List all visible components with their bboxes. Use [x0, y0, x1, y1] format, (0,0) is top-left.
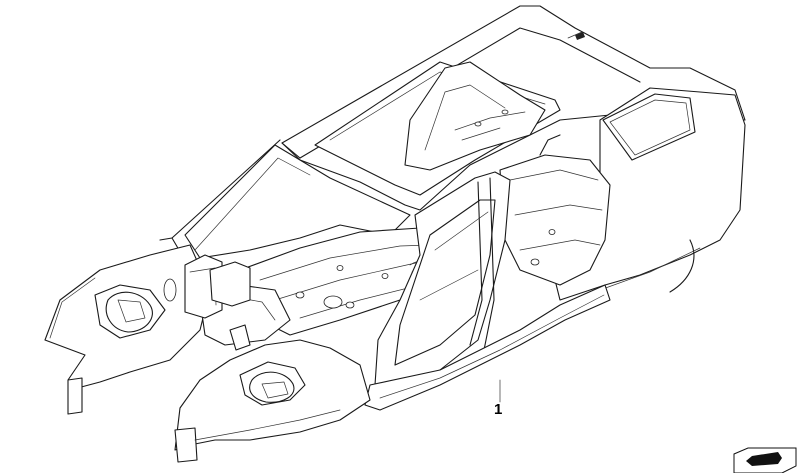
side-frame: [374, 171, 511, 391]
rear-quarter-panel: [554, 87, 746, 301]
rear-interior-structure: [499, 134, 611, 286]
side-sill: [364, 284, 611, 411]
catalog-arrow-icon: [733, 447, 797, 473]
front-wheel-housing: [44, 244, 211, 415]
callout-label-1: 1: [494, 401, 503, 418]
rear-bulkhead: [404, 61, 546, 171]
strut-tower: [184, 254, 251, 319]
